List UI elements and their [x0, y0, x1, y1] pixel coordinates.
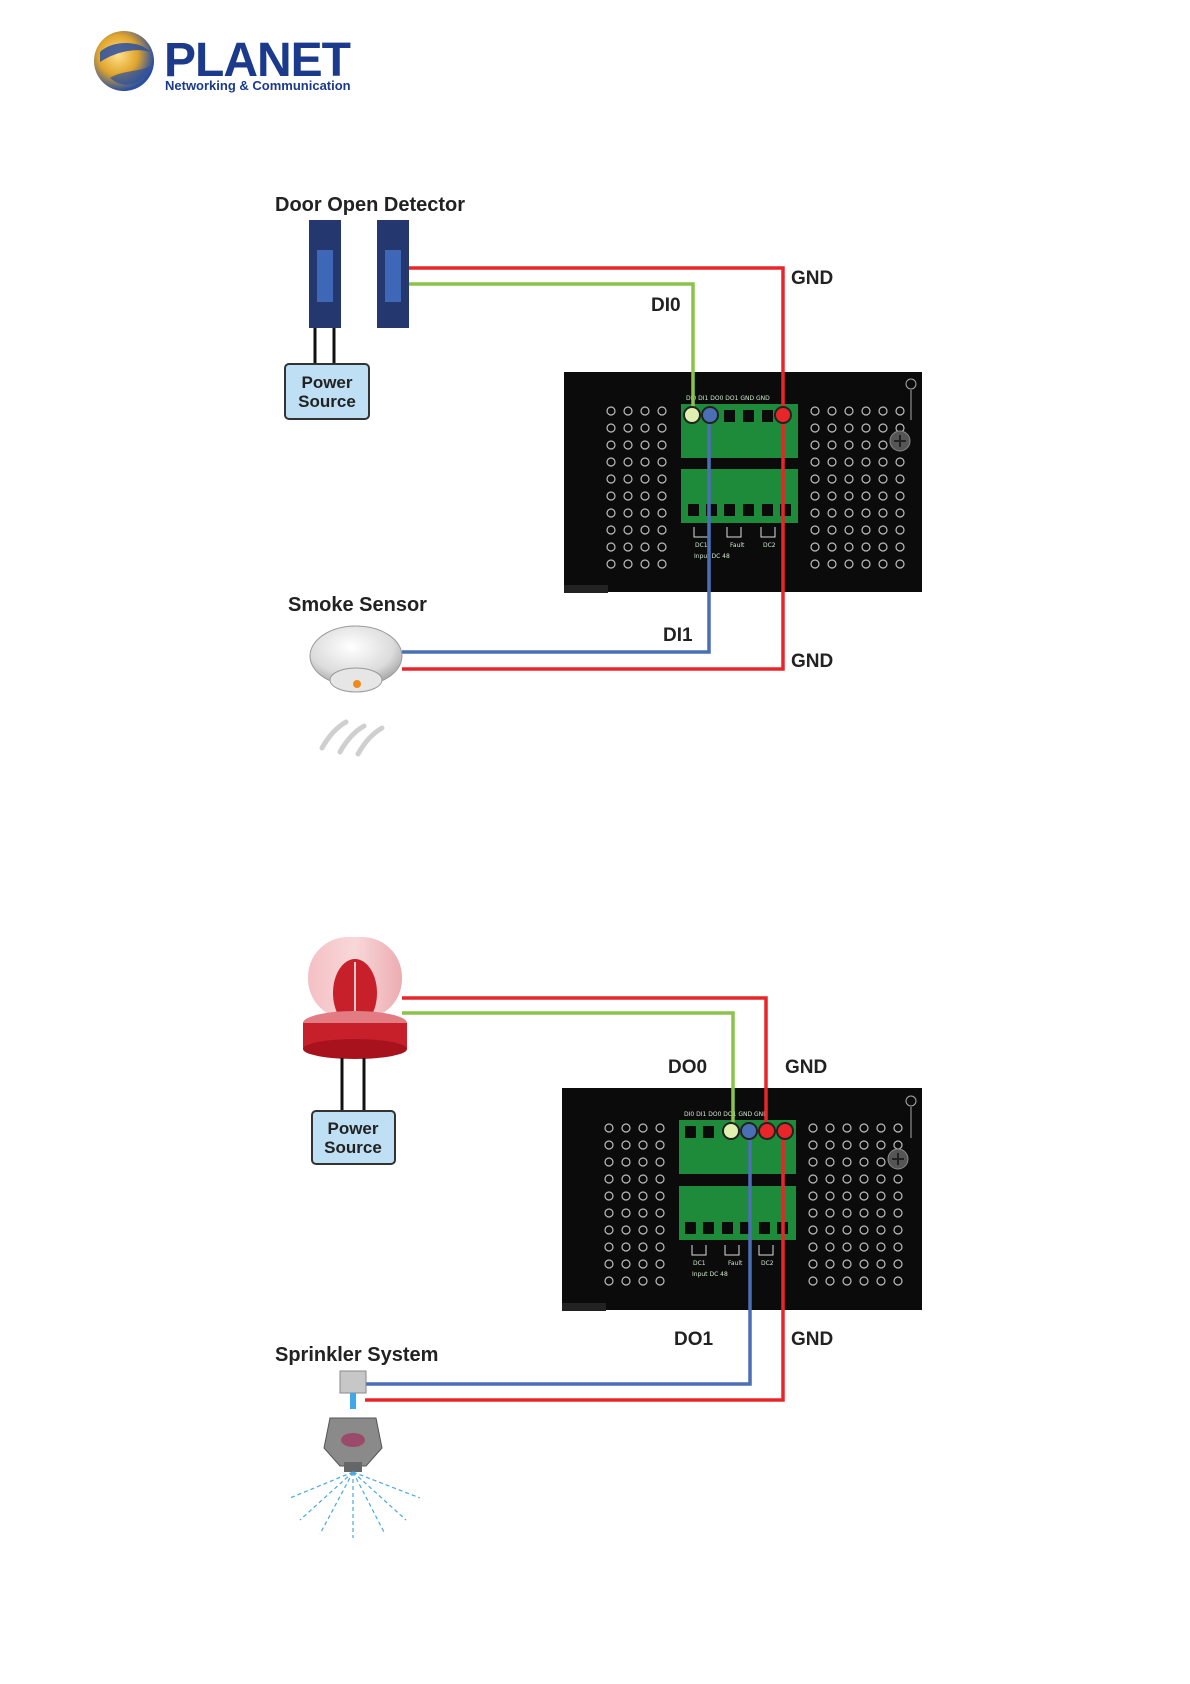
sprinkler-label: Sprinkler System — [275, 1344, 438, 1366]
gnd-top-label-output: GND — [785, 1057, 827, 1078]
gnd-bottom-label-output: GND — [791, 1329, 833, 1350]
dc2-label-output: DC2 — [761, 1260, 774, 1267]
power-source-line1-output: Power — [327, 1119, 378, 1138]
digital-output-diagram: Power Source DI0 DI1 DO0 DO1 GND GND — [275, 937, 922, 1538]
sprinkler-icon — [290, 1371, 420, 1538]
fault-label: Fault — [730, 542, 745, 549]
device-panel-output: DI0 DI1 DO0 DO1 GND GND DC1 Fault DC2 In… — [562, 1088, 922, 1311]
dc1-label-output: DC1 — [693, 1260, 706, 1267]
digital-input-diagram: Door Open Detector Power Source — [275, 194, 922, 754]
planet-logo: PLANET Networking & Communication — [94, 31, 351, 93]
terminal-di1 — [702, 407, 718, 423]
input-dc-label-output: Input DC 48 — [692, 1271, 728, 1278]
device-panel: DI0 DI1 DO0 DO1 GND GND DC1 Fault DC2 In… — [564, 372, 922, 593]
do0-label: DO0 — [668, 1057, 707, 1078]
gnd-bottom-label: GND — [791, 651, 833, 672]
do1-label: DO1 — [674, 1329, 714, 1350]
input-dc-label: Input DC 48 — [694, 553, 730, 560]
power-source-box: Power Source — [285, 364, 369, 419]
terminal-gnd1 — [759, 1123, 775, 1139]
power-source-line2: Source — [298, 392, 356, 411]
terminal-gnd — [775, 407, 791, 423]
door-detector-label: Door Open Detector — [275, 194, 465, 216]
terminal-labels-output: DI0 DI1 DO0 DO1 GND GND — [684, 1111, 768, 1118]
di0-label: DI0 — [651, 295, 681, 316]
terminal-do1 — [741, 1123, 757, 1139]
power-source-line2-output: Source — [324, 1138, 382, 1157]
smoke-sensor-icon — [310, 626, 402, 754]
dc1-label: DC1 — [695, 542, 708, 549]
fault-label-output: Fault — [728, 1260, 743, 1267]
dc2-label: DC2 — [763, 542, 776, 549]
terminal-di0 — [684, 407, 700, 423]
planet-globe-icon — [94, 31, 154, 91]
smoke-sensor-label: Smoke Sensor — [288, 594, 427, 616]
di1-label: DI1 — [663, 625, 693, 646]
door-sensor-icon — [309, 220, 409, 328]
alarm-beacon-icon — [303, 937, 407, 1059]
terminal-do0 — [723, 1123, 739, 1139]
power-source-line1: Power — [301, 373, 352, 392]
gnd-top-label: GND — [791, 268, 833, 289]
terminal-gnd2 — [777, 1123, 793, 1139]
terminal-labels: DI0 DI1 DO0 DO1 GND GND — [686, 395, 770, 402]
brand-tagline: Networking & Communication — [165, 78, 351, 93]
power-source-box-output: Power Source — [312, 1111, 395, 1164]
